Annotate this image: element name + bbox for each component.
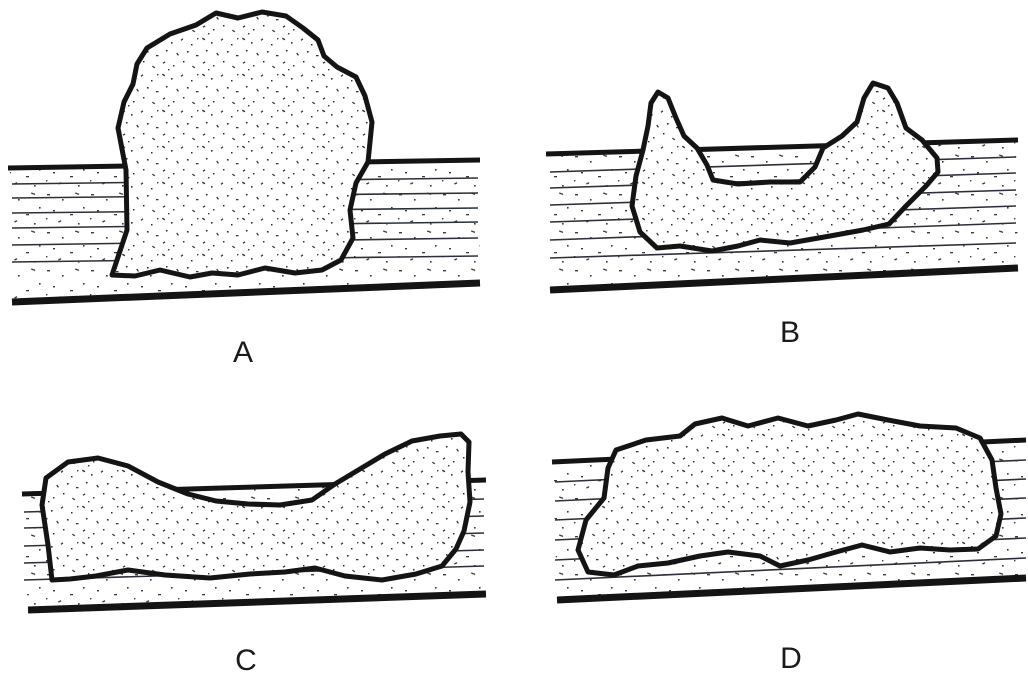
panel-d-blob	[578, 414, 1001, 575]
panel-a: A	[8, 12, 480, 369]
panel-b-label: B	[780, 316, 800, 349]
panel-b: B	[546, 83, 1018, 349]
panel-a-label: A	[233, 336, 253, 369]
panel-c-label: C	[235, 644, 257, 676]
panel-c: C	[22, 434, 486, 676]
panel-a-blob	[112, 12, 372, 277]
panel-c-blob	[42, 434, 470, 580]
panel-d: D	[552, 414, 1026, 675]
panel-d-label: D	[780, 642, 802, 675]
